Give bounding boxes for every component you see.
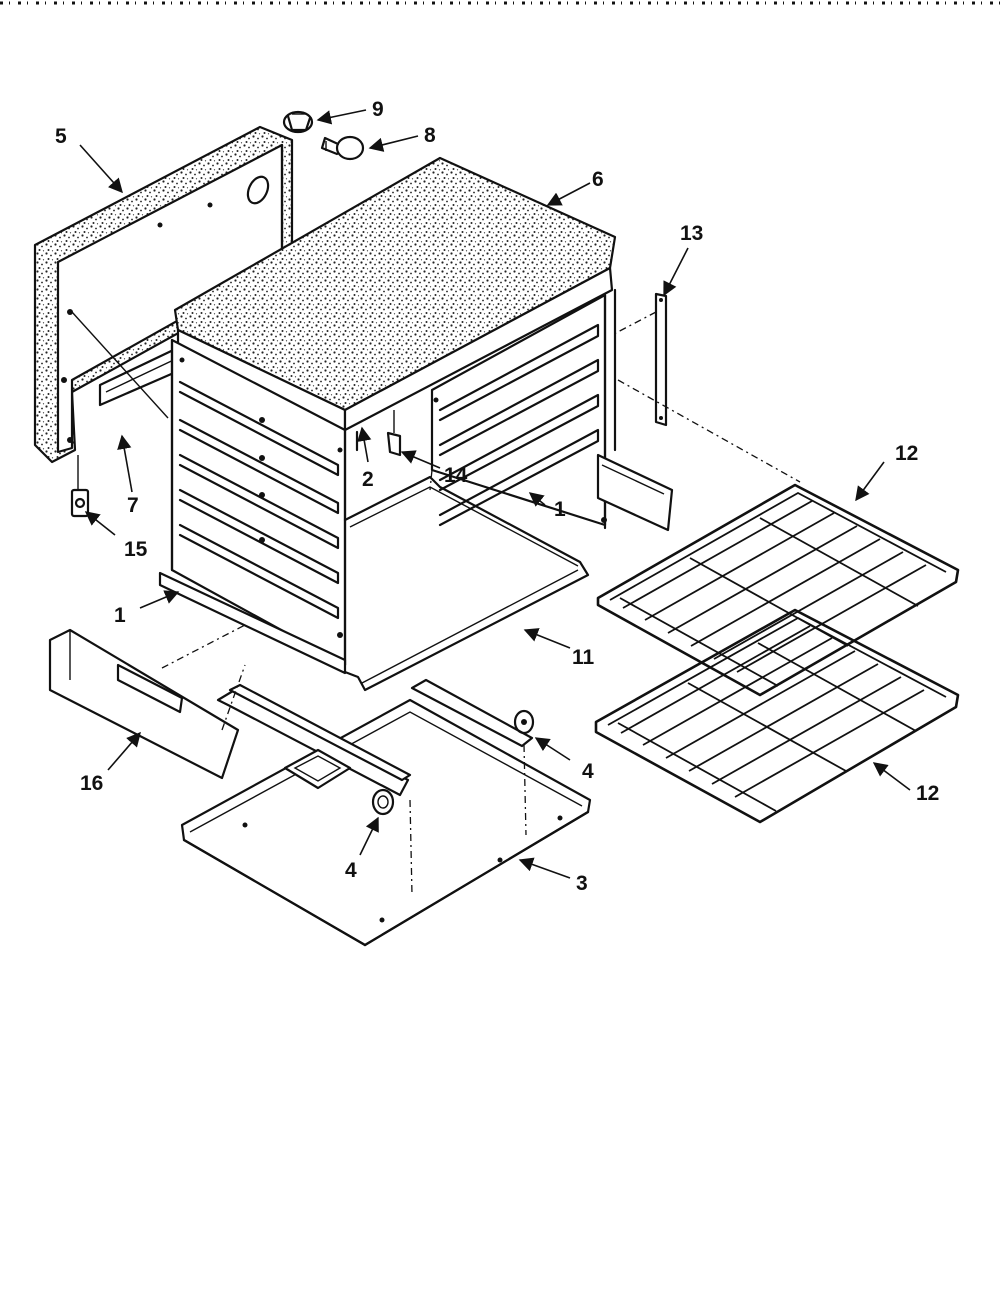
- callout-16: 16: [80, 772, 103, 795]
- clip-14: [386, 410, 402, 457]
- leader-lines: [79, 109, 911, 879]
- bracket-15: [70, 455, 90, 518]
- callout-14: 14: [444, 464, 468, 487]
- callout-2: 2: [362, 468, 374, 491]
- top-insulation-6: [173, 156, 617, 432]
- cavity-left-wall: [158, 338, 347, 675]
- bottom-pan-3: [180, 664, 592, 947]
- callout-4-right: 4: [582, 760, 594, 783]
- callout-13: 13: [680, 222, 703, 245]
- callout-11: 11: [572, 646, 595, 669]
- trim-strip-13: [611, 292, 668, 427]
- callout-7: 7: [127, 494, 139, 517]
- callout-6: 6: [592, 168, 604, 191]
- rear-panel-5: [33, 125, 294, 464]
- callout-1-left: 1: [114, 604, 126, 627]
- callout-4-left: 4: [345, 859, 357, 882]
- front-trim-16: [48, 624, 246, 780]
- right-bottom-trim: [596, 453, 674, 532]
- alignment-line-rack: [617, 379, 801, 483]
- callout-15: 15: [124, 538, 148, 561]
- alignment-line-floor: [429, 469, 433, 491]
- light-bulb-8: [320, 135, 365, 161]
- roller-fitting-4-left: [371, 788, 395, 816]
- callout-1-right: 1: [554, 498, 566, 521]
- light-socket-9: [282, 110, 314, 134]
- callout-12-upper: 12: [895, 442, 918, 465]
- oven-rack-12-lower: [594, 608, 960, 824]
- callout-12-lower: 12: [916, 782, 939, 805]
- oven-rack-12-upper: [596, 483, 960, 697]
- roller-fitting-4-right: [513, 709, 535, 735]
- callout-3: 3: [576, 872, 588, 895]
- callout-9: 9: [372, 98, 384, 121]
- callout-5: 5: [55, 125, 67, 148]
- callout-8: 8: [424, 124, 436, 147]
- burner-tube: [410, 678, 534, 748]
